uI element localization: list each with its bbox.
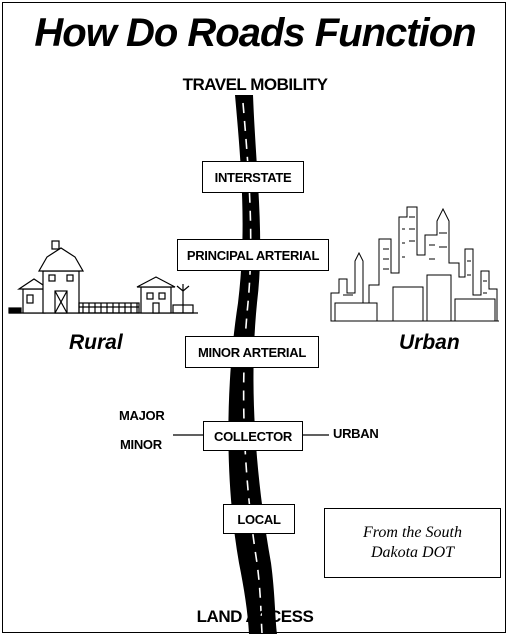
rural-label: Rural — [69, 331, 123, 354]
urban-collector-label: URBAN — [333, 426, 379, 441]
source-note: From the South Dakota DOT — [324, 508, 501, 578]
source-line-2: Dakota DOT — [370, 544, 455, 561]
land-access-label: LAND ACCESS — [196, 607, 314, 626]
minor-label: MINOR — [120, 437, 162, 452]
minor-arterial-box: MINOR ARTERIAL — [185, 336, 319, 368]
principal-arterial-box: PRINCIPAL ARTERIAL — [177, 239, 329, 271]
interstate-box: INTERSTATE — [202, 161, 304, 193]
travel-mobility-label: TRAVEL MOBILITY — [182, 75, 328, 94]
source-line-1: From the South — [363, 524, 462, 541]
barn-scene-icon — [8, 240, 198, 314]
urban-label: Urban — [399, 331, 460, 354]
local-box: LOCAL — [223, 504, 295, 534]
major-label: MAJOR — [119, 408, 165, 423]
collector-box: COLLECTOR — [203, 421, 303, 451]
city-skyline-icon — [330, 206, 499, 322]
diagram-title: How Do Roads Function — [34, 11, 476, 55]
